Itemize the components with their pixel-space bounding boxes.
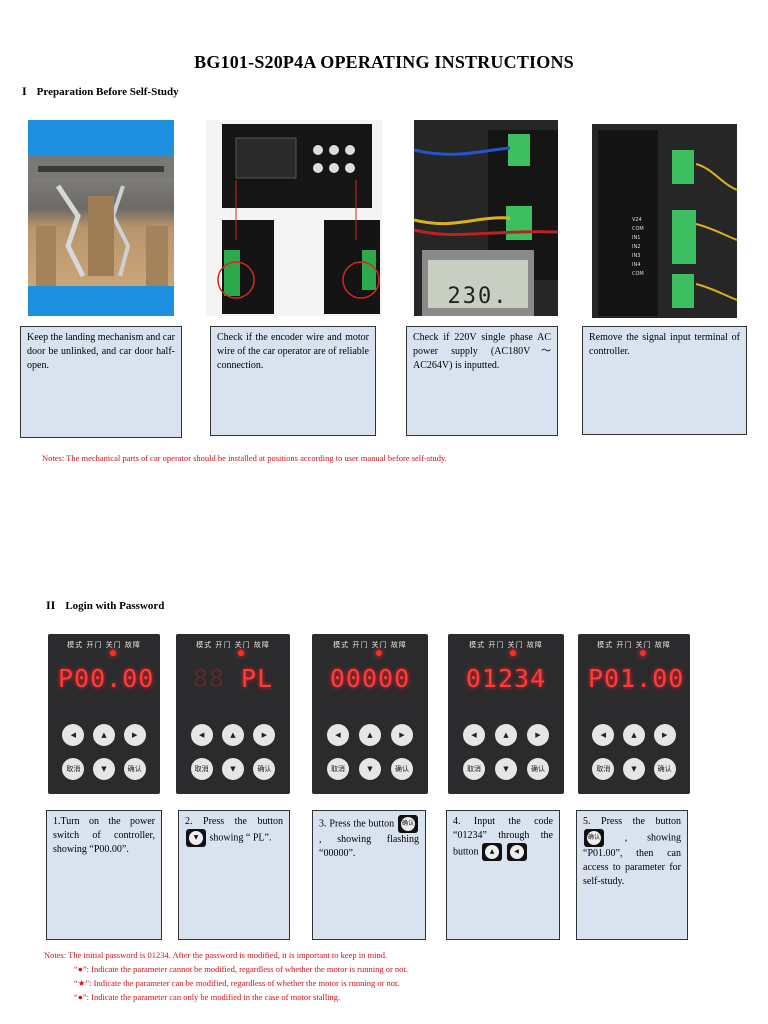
cancel-key: 取消 — [592, 758, 615, 780]
down-arrow-icon: ▼ — [92, 758, 115, 780]
indicator-labels: 模式 开门 关门 故障 — [333, 641, 407, 649]
cancel-key: 取消 — [327, 758, 349, 780]
step-box-check-wires: Check if the encoder wire and motor wire… — [210, 326, 376, 436]
indicator-labels: 模式 开门 关门 故障 — [196, 641, 270, 649]
section-1-note: Notes: The mechanical parts of car opera… — [42, 453, 447, 463]
landing-mechanism-photo — [28, 120, 174, 316]
left-arrow-icon: ◀ — [463, 724, 485, 746]
controller-panel-2: 模式 开门 关门 故障 88 PL ◀ ▲ ▶ 取消 ▼ 确认 — [176, 634, 290, 794]
section-2-note: Notes: The initial password is 01234. Af… — [44, 950, 388, 960]
down-arrow-icon: ▼ — [622, 758, 645, 780]
power-supply-meter-photo: 230. — [414, 120, 558, 316]
cancel-key: 取消 — [463, 758, 485, 780]
right-arrow-icon: ▶ — [527, 724, 549, 746]
confirm-key: 确认 — [391, 758, 413, 780]
panel-display: P00.00 — [58, 664, 155, 693]
down-button-icon: ▼ — [186, 829, 206, 847]
controller-panel-1: 模式 开门 关门 故障 P00.00 ◀ ▲ ▶ 取消 ▼ 确认 — [48, 634, 160, 794]
page-title: BG101-S20P4A OPERATING INSTRUCTIONS — [194, 52, 574, 72]
left-arrow-icon: ◀ — [592, 724, 615, 746]
login-step-1: 1.Turn on the power switch of controller… — [46, 810, 162, 940]
indicator-labels: 模式 开门 关门 故障 — [469, 641, 543, 649]
down-arrow-icon: ▼ — [221, 758, 244, 780]
up-button-icon: ▲ — [482, 843, 503, 861]
cancel-key: 取消 — [62, 758, 85, 780]
section-1-number: I — [22, 84, 27, 98]
confirm-key: 确认 — [653, 758, 676, 780]
up-arrow-icon: ▲ — [221, 724, 244, 746]
controller-panel-5: 模式 开门 关门 故障 P01.00 ◀ ▲ ▶ 取消 ▼ 确认 — [578, 634, 690, 794]
indicator-led — [640, 650, 646, 656]
left-arrow-icon: ◀ — [327, 724, 349, 746]
login-step-3: 3. Press the button 确认 , showing flashin… — [312, 810, 426, 940]
down-arrow-icon: ▼ — [359, 758, 381, 780]
panel-display: 00000 — [329, 664, 411, 693]
panel-display: P01.00 — [588, 664, 685, 693]
login-step-4: 4. Input the code “01234” through the bu… — [446, 810, 560, 940]
legend-stalling-only: “●”: Indicate the parameter can only be … — [74, 992, 341, 1002]
indicator-led — [238, 650, 244, 656]
confirm-key: 确认 — [123, 758, 146, 780]
step-box-check-power: Check if 220V single phase AC power supp… — [406, 326, 558, 436]
up-arrow-icon: ▲ — [622, 724, 645, 746]
meter-reading: 230. — [447, 284, 509, 309]
confirm-button-icon: 确认 — [398, 815, 418, 833]
indicator-led — [510, 650, 516, 656]
section-1-title: Preparation Before Self-Study — [36, 86, 179, 98]
controller-panel-4: 模式 开门 关门 故障 01234 ◀ ▲ ▶ 取消 ▼ 确认 — [448, 634, 564, 794]
section-1-heading: I Preparation Before Self-Study — [22, 84, 179, 99]
indicator-labels: 模式 开门 关门 故障 — [67, 641, 141, 649]
section-2-heading: II Login with Password — [46, 598, 164, 613]
section-2-number: II — [46, 598, 56, 612]
up-arrow-icon: ▲ — [92, 724, 115, 746]
left-button-icon: ◀ — [506, 843, 527, 861]
indicator-led — [376, 650, 382, 656]
confirm-button-icon: 确认 — [584, 829, 604, 847]
up-arrow-icon: ▲ — [359, 724, 381, 746]
left-arrow-icon: ◀ — [190, 724, 213, 746]
controller-wiring-photo — [206, 120, 382, 316]
login-step-2: 2. Press the button ▼ showing “ PL”. — [178, 810, 290, 940]
login-step-5: 5. Press the button 确认 , showing “P01.00… — [576, 810, 688, 940]
indicator-labels: 模式 开门 关门 故障 — [597, 641, 671, 649]
legend-not-modifiable: “●”: Indicate the parameter cannot be mo… — [74, 964, 408, 974]
right-arrow-icon: ▶ — [123, 724, 146, 746]
left-arrow-icon: ◀ — [62, 724, 85, 746]
signal-terminal-photo: V24 COM IN1 IN2 IN3 IN4 COM — [592, 124, 737, 318]
panel-display: 88 PL — [192, 664, 274, 693]
right-arrow-icon: ▶ — [391, 724, 413, 746]
up-arrow-icon: ▲ — [495, 724, 517, 746]
controller-panel-3: 模式 开门 关门 故障 00000 ◀ ▲ ▶ 取消 ▼ 确认 — [312, 634, 428, 794]
right-arrow-icon: ▶ — [653, 724, 676, 746]
terminal-labels: V24 COM IN1 IN2 IN3 IN4 COM — [632, 217, 644, 277]
panel-display: 01234 — [465, 664, 547, 693]
down-arrow-icon: ▼ — [495, 758, 517, 780]
indicator-led — [110, 650, 116, 656]
step-box-remove-terminal: Remove the signal input terminal of cont… — [582, 326, 747, 435]
right-arrow-icon: ▶ — [253, 724, 276, 746]
confirm-key: 确认 — [253, 758, 276, 780]
step-box-unlink: Keep the landing mechanism and car door … — [20, 326, 182, 438]
cancel-key: 取消 — [190, 758, 213, 780]
confirm-key: 确认 — [527, 758, 549, 780]
legend-modifiable: “★”: Indicate the parameter can be modif… — [74, 978, 400, 988]
section-2-title: Login with Password — [65, 600, 165, 612]
